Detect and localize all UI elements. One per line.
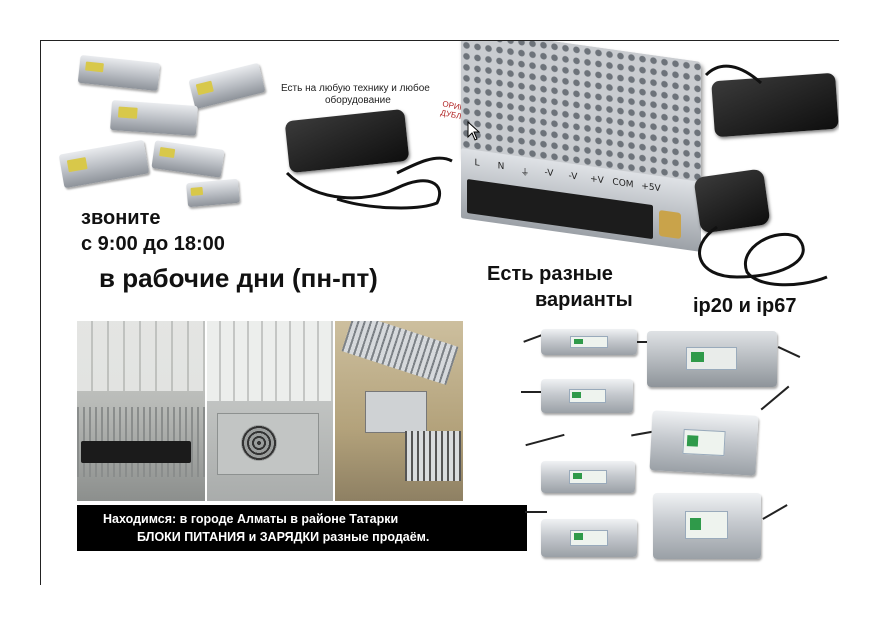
- psu-unit: [77, 54, 161, 92]
- warehouse-photo-2: [207, 321, 333, 501]
- psu-unit: [151, 140, 225, 178]
- ad-image: Есть на любую технику и любое оборудован…: [40, 40, 839, 585]
- ip67-psu: [541, 519, 637, 557]
- psu-unit: [188, 62, 266, 110]
- location-text: Находимся: в городе Алматы в районе Тата…: [103, 512, 399, 526]
- adapter-cable: [285, 156, 453, 210]
- ip67-psu: [649, 410, 759, 476]
- mouse-cursor-icon: [467, 121, 481, 141]
- terminal-label: ⏚: [520, 167, 530, 179]
- adapter-cable: [704, 64, 763, 85]
- terminal-label: +V: [590, 174, 604, 187]
- ip67-psu: [653, 493, 761, 559]
- psu-unit: [186, 178, 240, 208]
- call-hours-text: звоните с 9:00 до 18:00: [81, 207, 225, 255]
- working-days-text: в рабочие дни (пн-пт): [99, 263, 378, 293]
- products-text: БЛОКИ ПИТАНИЯ и ЗАРЯДКИ разные продаём.: [137, 530, 430, 544]
- terminal-label: -V: [544, 167, 554, 180]
- ip67-psu: [541, 379, 633, 413]
- ip67-psu: [541, 329, 637, 355]
- location-banner: Находимся: в городе Алматы в районе Тата…: [77, 505, 527, 551]
- caption-any-equipment: Есть на любую технику и любое оборудован…: [281, 83, 430, 106]
- psu-unit: [110, 100, 198, 136]
- terminal-label: -V: [568, 171, 578, 183]
- psu-unit: [58, 139, 150, 189]
- variants-text: Есть разные варианты: [487, 263, 633, 311]
- ip67-psu: [647, 331, 777, 387]
- terminal-label: L: [474, 158, 480, 169]
- main-psu-photo: L N ⏚ -V -V +V COM +5V: [461, 41, 701, 262]
- charger-cable: [698, 225, 828, 287]
- ip67-psu: [541, 461, 635, 493]
- warehouse-photo-3: [335, 321, 463, 501]
- terminal-label: +5V: [641, 181, 661, 195]
- warehouse-photo-1: [77, 321, 205, 501]
- terminal-label: N: [497, 161, 505, 173]
- ip-rating-text: ip20 и ip67: [693, 295, 797, 317]
- terminal-label: COM: [612, 177, 634, 191]
